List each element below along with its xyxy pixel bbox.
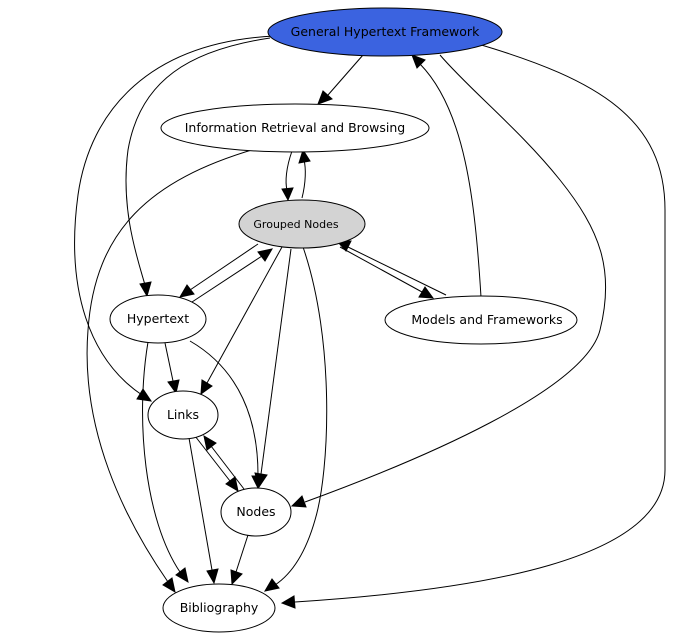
node-label: Information Retrieval and Browsing xyxy=(185,120,406,135)
edge-ghf-to-biblio xyxy=(280,43,666,609)
edge-nodes-to-biblio xyxy=(230,534,249,586)
node-label: General Hypertext Framework xyxy=(291,24,480,39)
node-label: Nodes xyxy=(236,504,275,519)
edge-hypertext-to-links xyxy=(164,342,180,395)
node-label: Grouped Nodes xyxy=(253,218,338,231)
node-links[interactable]: Links xyxy=(147,390,219,440)
node-information-retrieval-and-browsing[interactable]: Information Retrieval and Browsing xyxy=(160,103,430,153)
edge-links-to-nodes xyxy=(194,435,239,493)
edge-ghf-to-hypertext xyxy=(125,37,271,298)
node-nodes[interactable]: Nodes xyxy=(220,487,292,537)
node-layer: General Hypertext Framework Information … xyxy=(109,7,578,633)
edge-ghf-to-irb xyxy=(317,54,364,105)
node-label: Models and Frameworks xyxy=(411,312,562,327)
edge-grouped-to-models xyxy=(339,246,435,299)
node-models-and-frameworks[interactable]: Models and Frameworks xyxy=(384,295,578,345)
edge-grouped-to-links xyxy=(200,246,283,396)
node-hypertext[interactable]: Hypertext xyxy=(109,294,207,344)
edge-ghf-to-nodes xyxy=(290,54,607,508)
edge-irb-to-grouped xyxy=(281,150,294,202)
edge-hypertext-to-grouped xyxy=(191,248,274,303)
node-general-hypertext-framework[interactable]: General Hypertext Framework xyxy=(267,7,503,57)
edge-links-to-biblio xyxy=(188,437,219,585)
edge-grouped-to-biblio xyxy=(263,246,328,592)
edge-grouped-to-irb xyxy=(298,148,311,199)
edge-irb-to-biblio xyxy=(86,148,256,594)
edge-layer xyxy=(74,35,666,609)
node-label: Links xyxy=(167,407,199,422)
node-label: Hypertext xyxy=(127,311,189,326)
edge-hypertext-to-biblio xyxy=(142,341,189,584)
edge-models-to-ghf xyxy=(411,54,482,298)
edge-nodes-to-links xyxy=(203,434,245,490)
node-label: Bibliography xyxy=(180,600,259,615)
node-grouped-nodes[interactable]: Grouped Nodes xyxy=(238,199,366,249)
edge-hypertext-to-nodes xyxy=(189,340,265,490)
edge-ghf-to-links xyxy=(74,35,276,402)
edge-models-to-grouped xyxy=(335,240,447,296)
edge-grouped-to-hypertext xyxy=(178,243,259,298)
node-bibliography[interactable]: Bibliography xyxy=(162,583,276,633)
edge-grouped-to-nodes xyxy=(254,248,292,489)
